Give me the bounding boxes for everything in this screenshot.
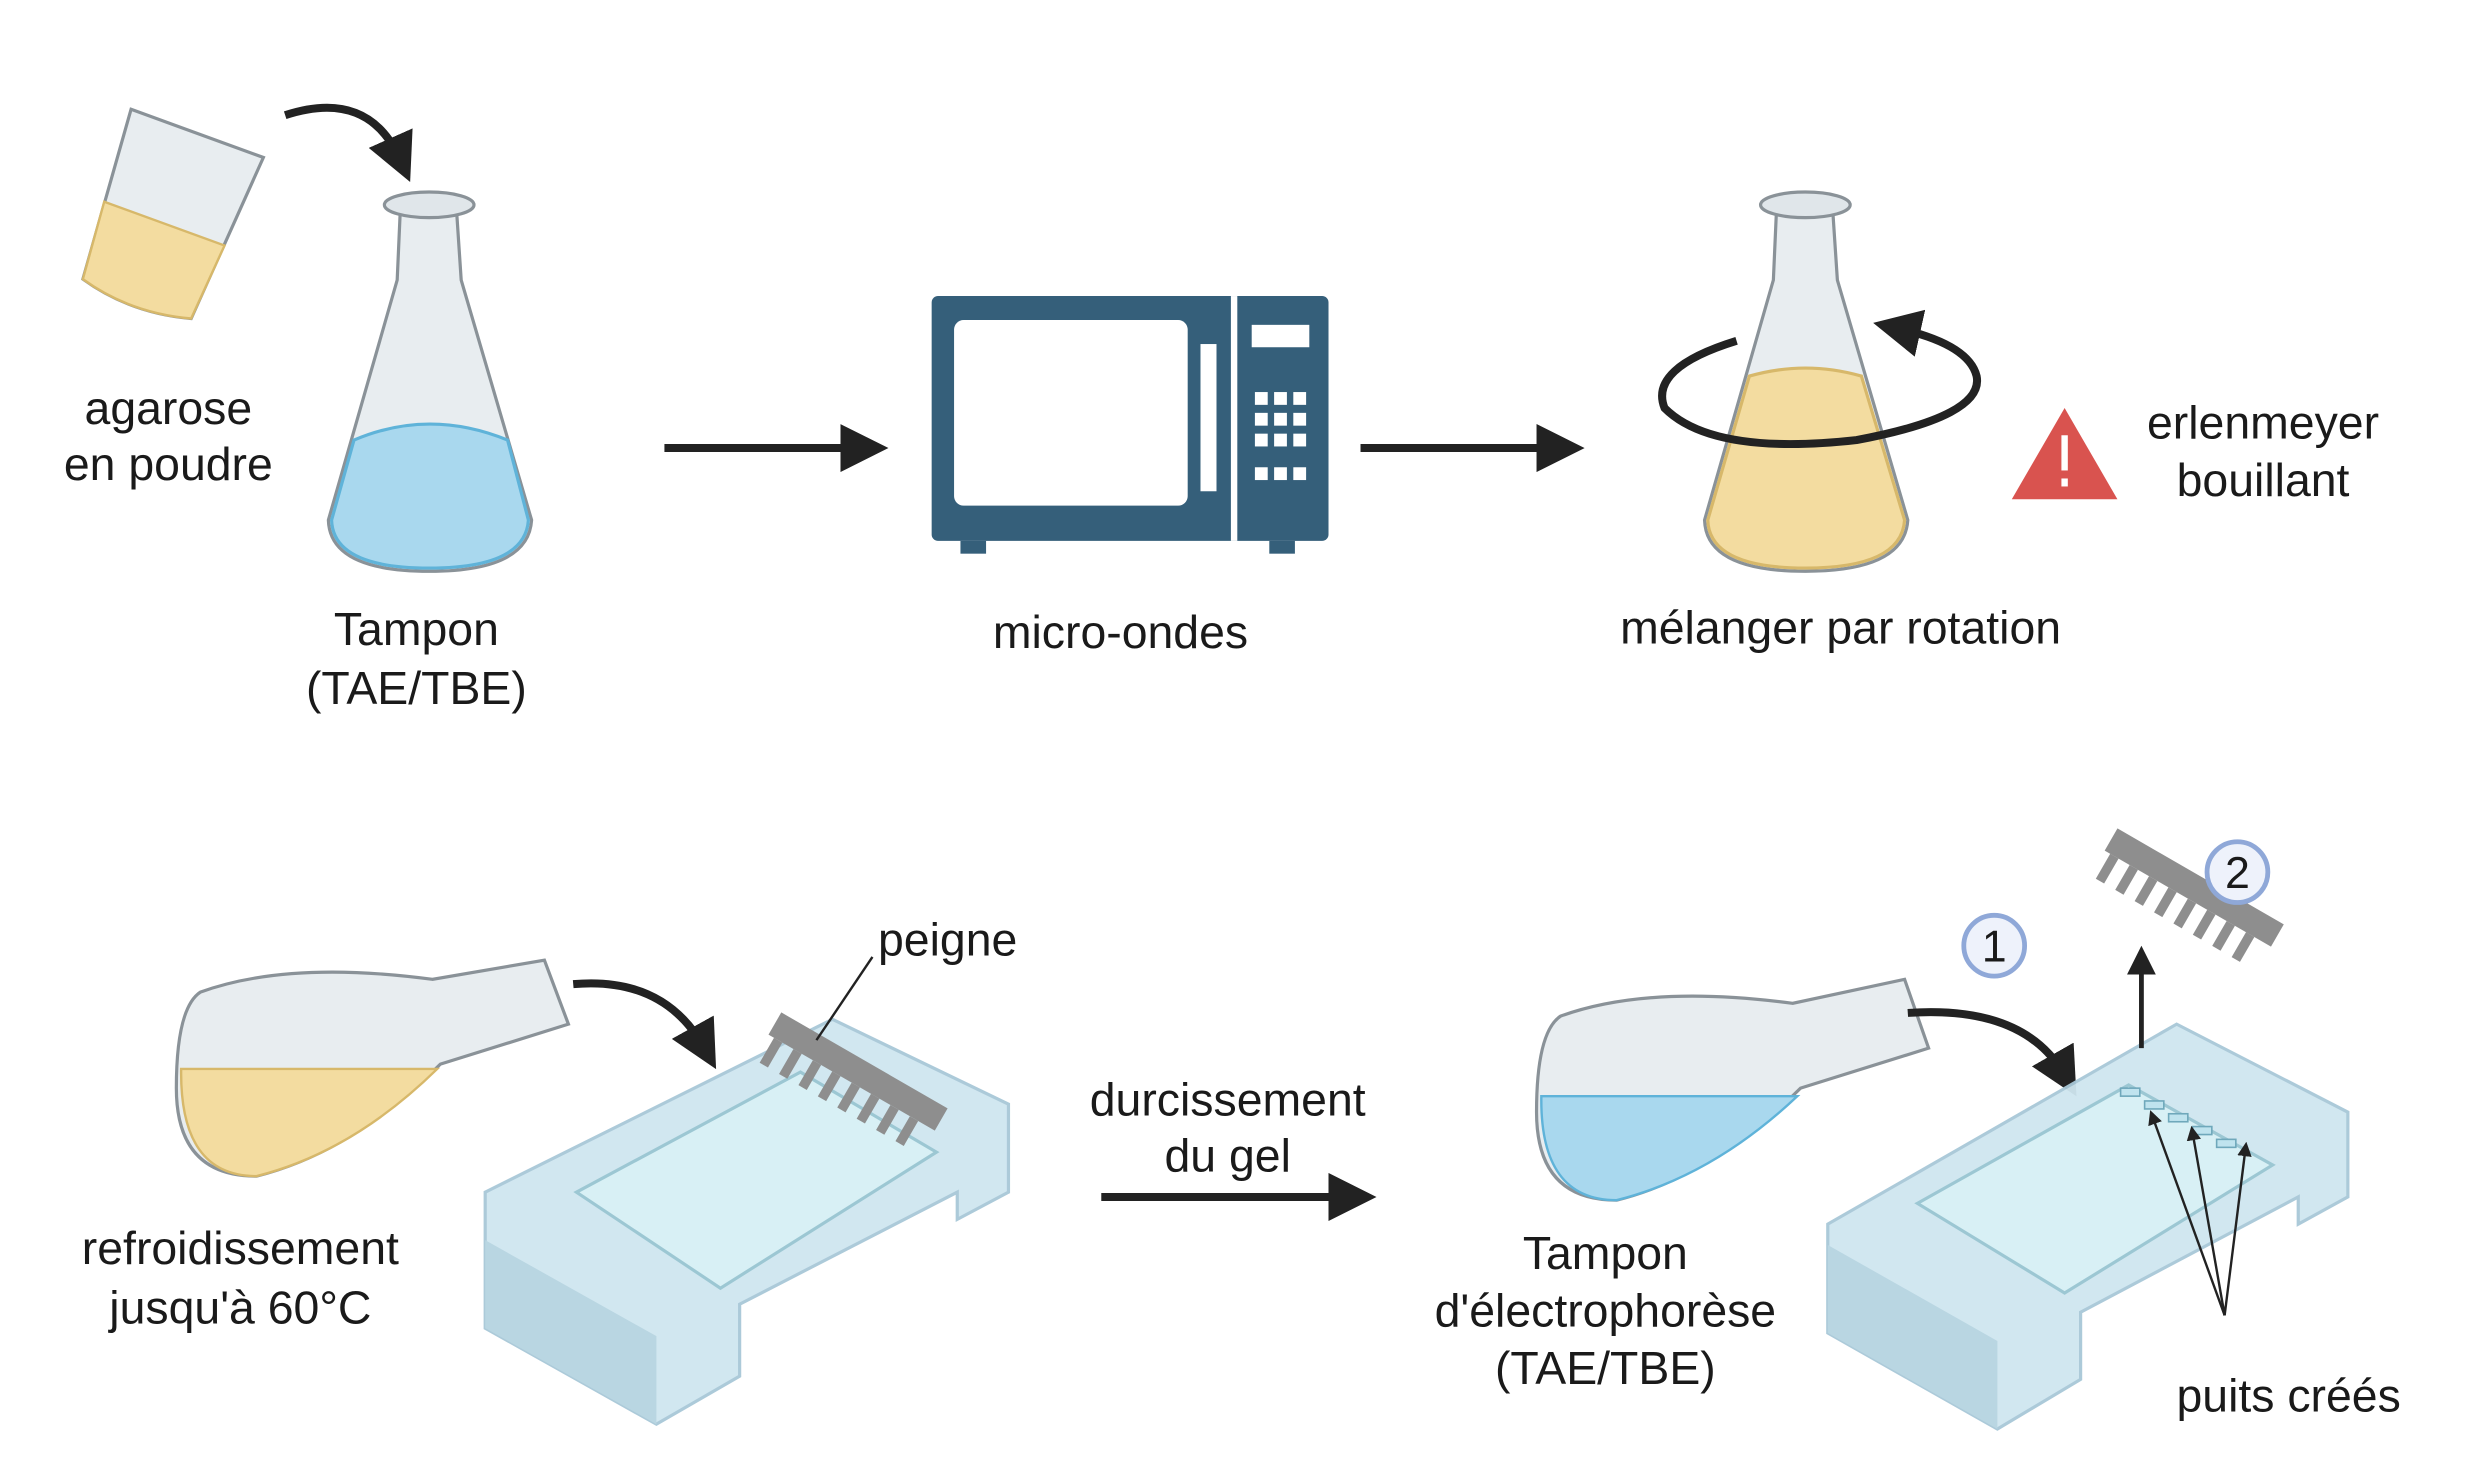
tilted-flask-icon — [174, 958, 571, 1178]
pour-arrow-2 — [572, 979, 717, 1070]
pour-arrow-3 — [1907, 1008, 2077, 1097]
run-buffer-label-3: (TAE/TBE) — [1495, 1342, 1716, 1394]
buffer-label-2: (TAE/TBE) — [306, 662, 527, 714]
step-1-badge: 1 — [1961, 912, 2028, 979]
svg-text:2: 2 — [2225, 848, 2250, 898]
comb-pointer-line — [815, 956, 874, 1041]
microwave-label: micro-ondes — [993, 606, 1248, 658]
erlenmeyer-flask-icon — [326, 190, 534, 573]
cooling-label: refroidissement — [82, 1222, 399, 1274]
run-buffer-label: Tampon — [1523, 1227, 1688, 1279]
comb-icon — [759, 1012, 948, 1146]
hardening-label-2: du gel — [1164, 1129, 1290, 1181]
hardening-label: durcissement — [1090, 1073, 1366, 1125]
run-buffer-label-2: d'électrophorèse — [1435, 1285, 1777, 1337]
erlenmeyer-flask-hot-icon — [1702, 190, 1910, 573]
agarose-label: agarose — [85, 382, 253, 434]
tilted-flask-blue-icon — [1534, 977, 1931, 1202]
step-2-badge: 2 — [2204, 839, 2271, 905]
gel-tray-icon — [483, 1017, 1011, 1427]
warning-label: erlenmeyer — [2147, 396, 2379, 448]
wells-pointer-arrows — [2148, 1110, 2252, 1316]
microwave-icon — [931, 296, 1329, 554]
beaker-icon — [81, 107, 266, 321]
buffer-label: Tampon — [334, 603, 499, 655]
gel-tray-wells-icon — [1826, 1022, 2350, 1431]
warning-label-2: bouillant — [2177, 454, 2350, 506]
wells-label: puits créés — [2176, 1369, 2400, 1421]
cooling-label-2: jusqu'à 60°C — [107, 1281, 371, 1333]
swirl-label: mélanger par rotation — [1620, 601, 2061, 653]
warning-icon — [2011, 408, 2118, 500]
svg-text:1: 1 — [1982, 922, 2007, 972]
comb-label: peigne — [878, 913, 1017, 965]
comb-removed-icon — [2095, 828, 2284, 962]
agarose-label-2: en poudre — [64, 438, 273, 490]
rotation-arrow-icon — [1658, 309, 1982, 449]
pour-arrow — [283, 103, 413, 182]
